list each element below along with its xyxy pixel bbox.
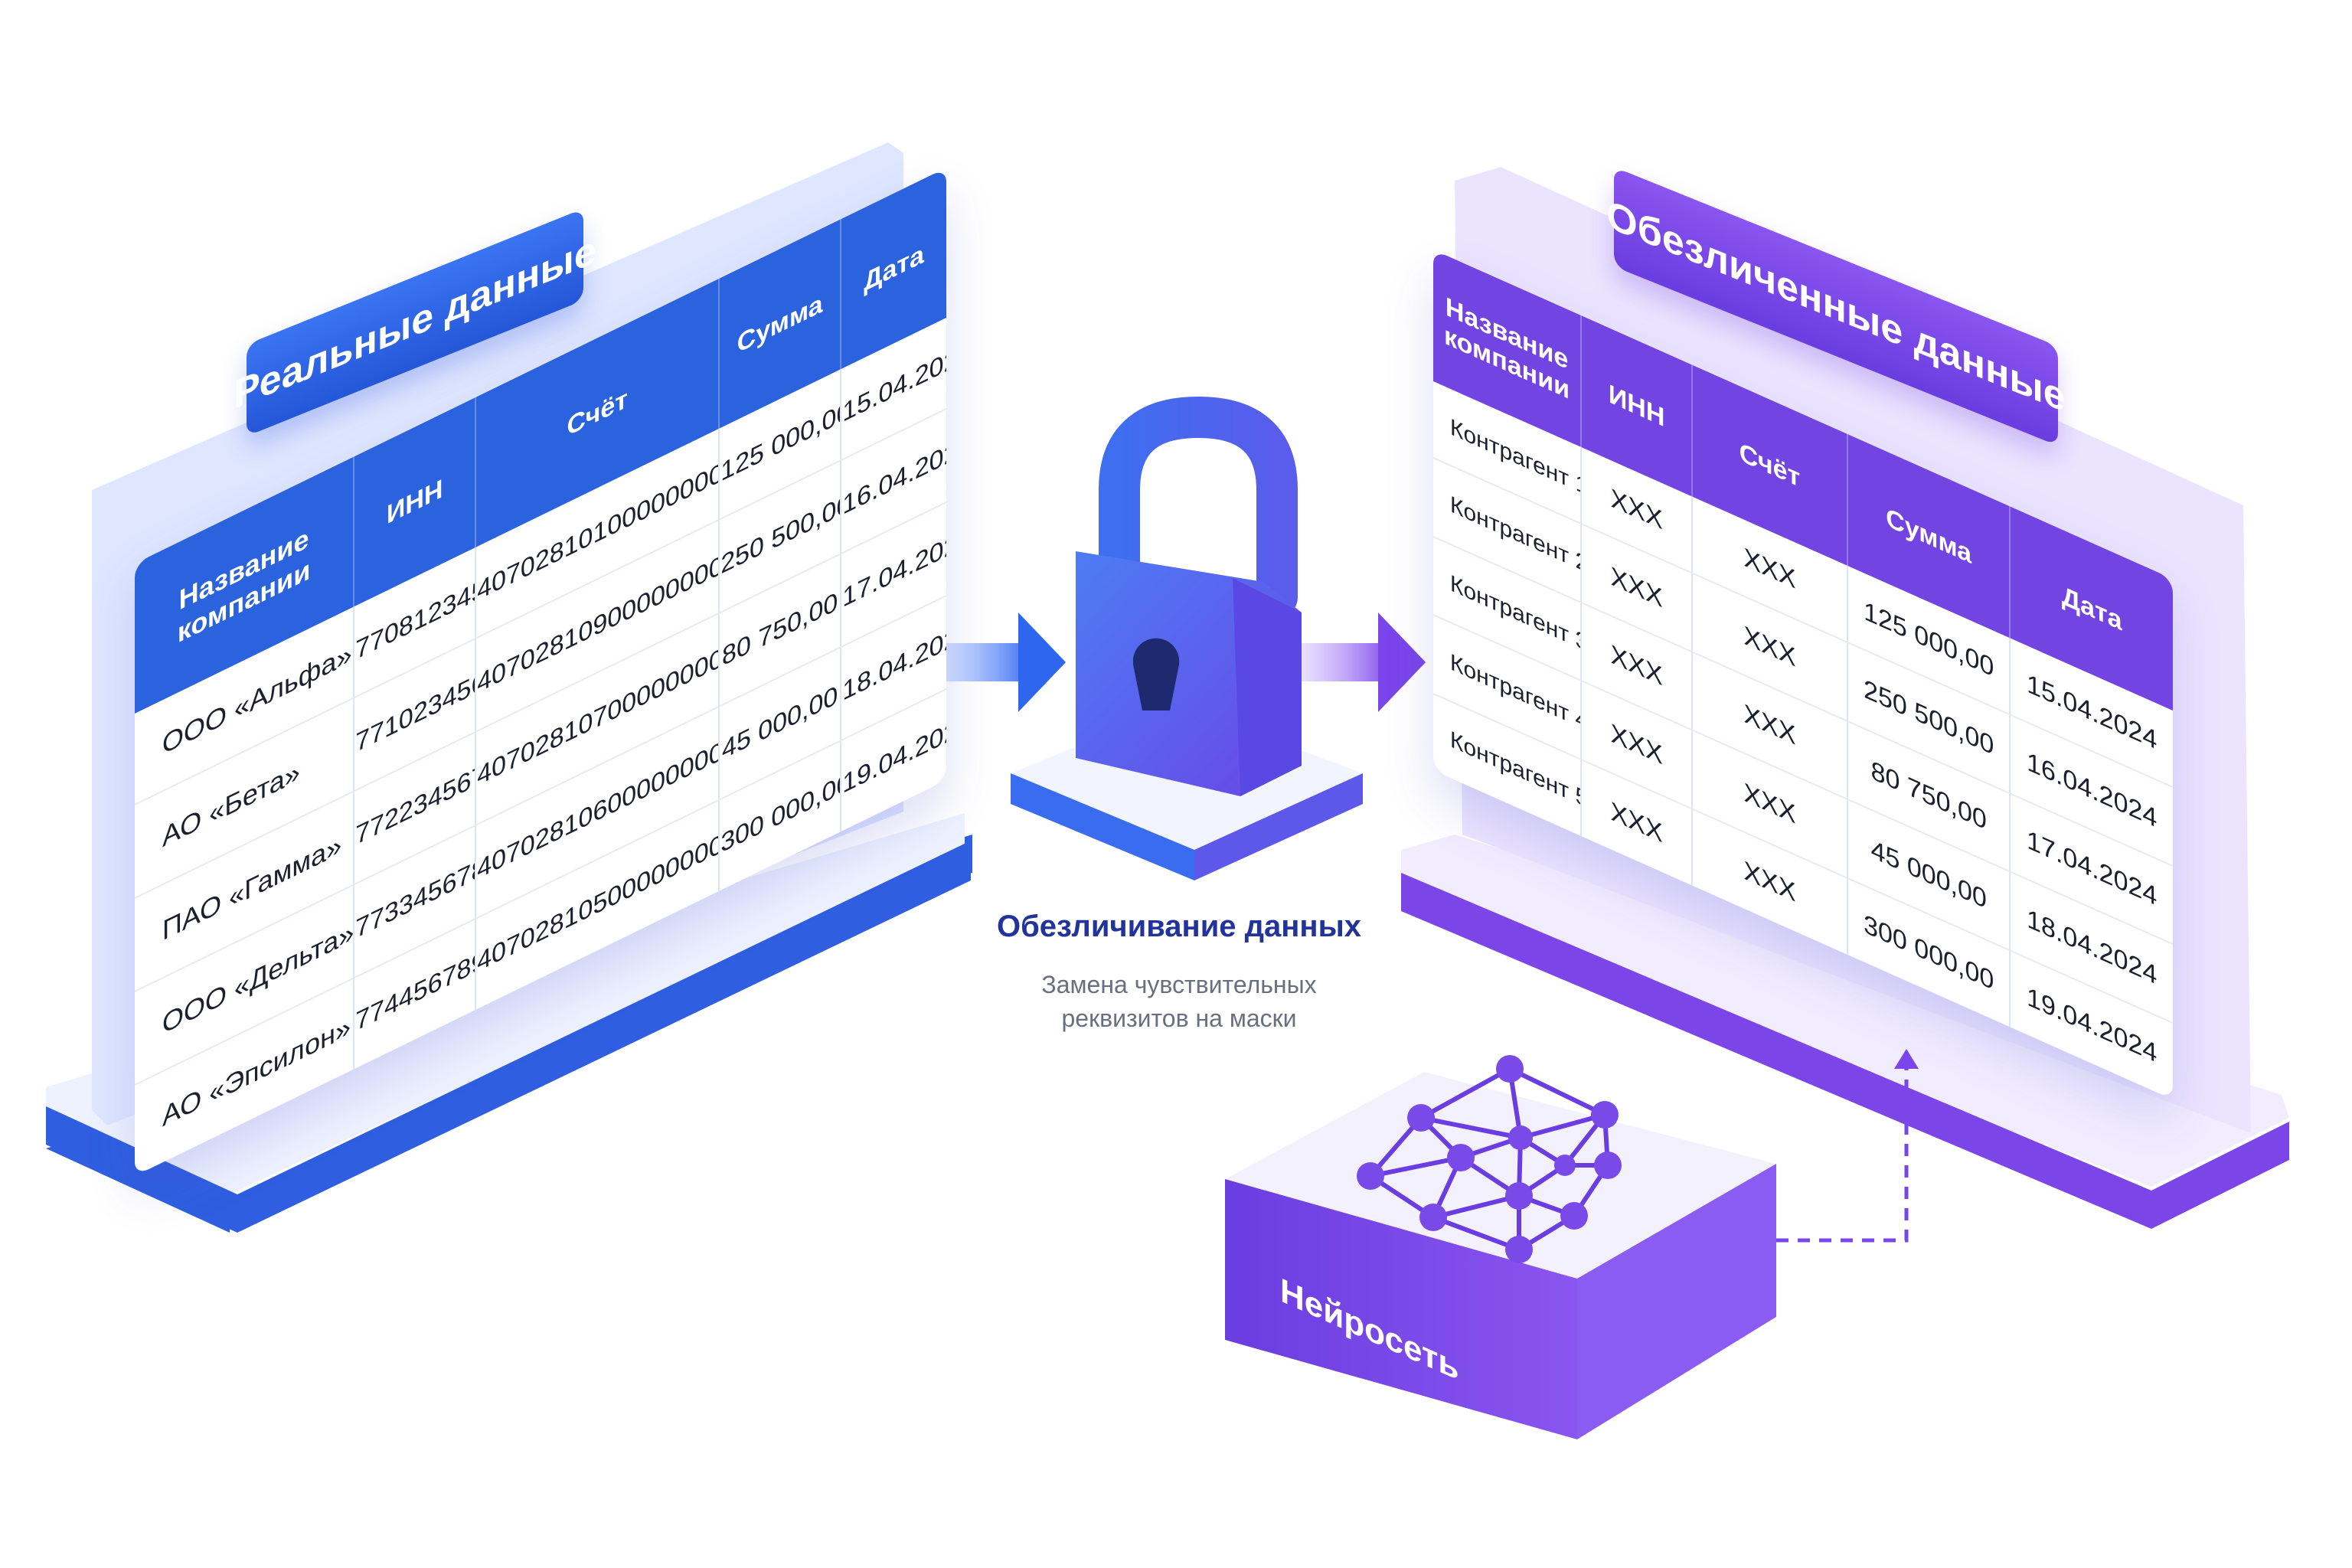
process-subtitle-line-1: Замена чувствительных (1041, 971, 1317, 998)
arrow-to-masked (1302, 612, 1426, 712)
right-stand-base (1401, 835, 2289, 1229)
arrow-to-lock (943, 612, 1066, 712)
network-connector-arrow (1776, 1064, 1909, 1243)
process-subtitle-line-2: реквизитов на маски (1061, 1004, 1297, 1032)
neural-network-block (1225, 1072, 1776, 1439)
connector-arrowhead (1894, 1049, 1919, 1069)
process-title: Обезличивание данных (996, 910, 1361, 943)
neural-network-icon (1357, 1055, 1622, 1263)
padlock-icon (1076, 396, 1302, 796)
